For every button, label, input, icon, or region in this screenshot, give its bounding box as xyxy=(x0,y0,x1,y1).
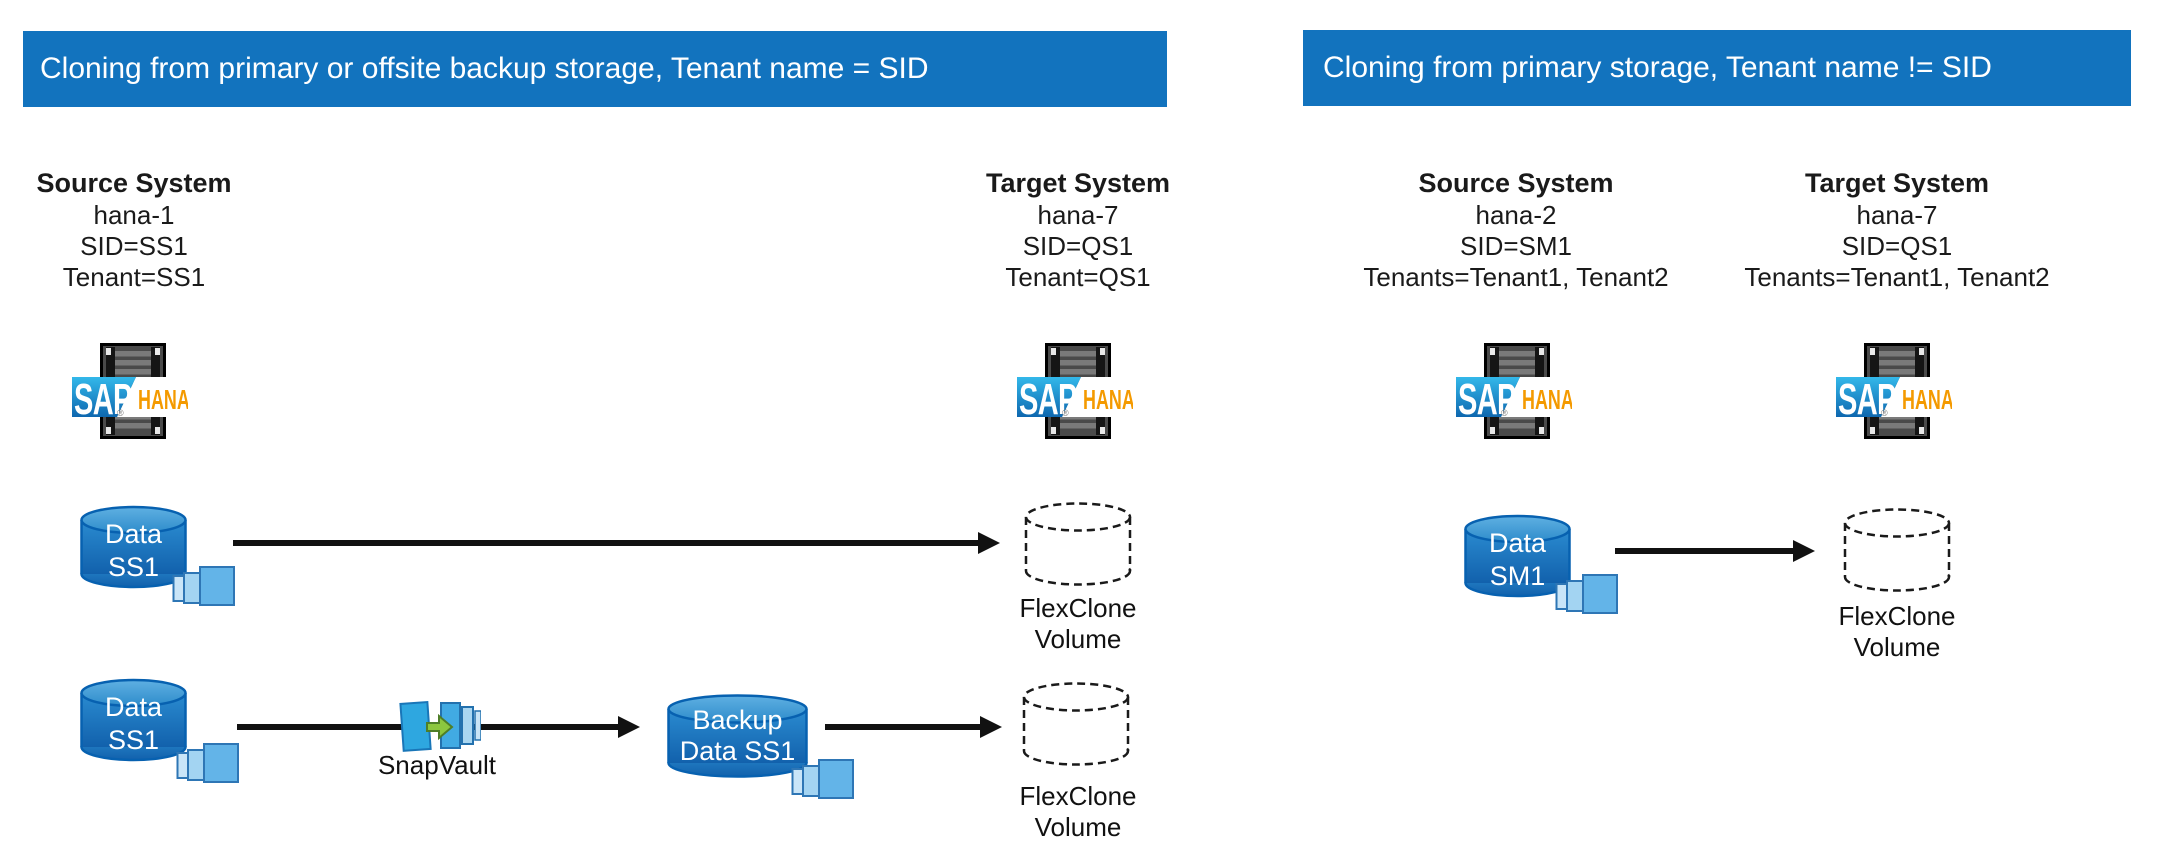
snapvault-label: SnapVault xyxy=(377,750,497,780)
snapvault-icon xyxy=(399,701,481,752)
right-target-hostname: hana-7 xyxy=(1856,200,1938,230)
sap-hana-logo-icon: SAP HANA ® xyxy=(1456,377,1572,417)
snapshot-copies-icon xyxy=(176,743,239,783)
right-source-hostname: hana-2 xyxy=(1475,200,1557,230)
data-volume-cylinder-icon xyxy=(80,505,187,589)
sap-hana-logo-icon: SAP HANA ® xyxy=(1017,377,1133,417)
volume-label: Data SS1 xyxy=(104,519,163,582)
left-target-tenant: Tenant=QS1 xyxy=(1005,262,1151,292)
flexclone-volume-icon xyxy=(1022,682,1130,766)
left-target-hostname: hana-7 xyxy=(1037,200,1119,230)
svg-text:SAP: SAP xyxy=(74,377,132,417)
svg-text:®: ® xyxy=(1062,408,1069,417)
left-panel-header: Cloning from primary or offsite backup s… xyxy=(23,31,1167,107)
right-panel-header: Cloning from primary storage, Tenant nam… xyxy=(1303,30,2131,106)
data-volume-cylinder-icon xyxy=(667,694,808,778)
clone-arrow xyxy=(1615,540,1815,562)
clone-arrow xyxy=(233,532,1000,554)
svg-text:SAP: SAP xyxy=(1019,377,1077,417)
sap-hana-server-icon: SAP HANA ® xyxy=(72,343,188,442)
left-source-hostname: hana-1 xyxy=(93,200,175,230)
snapshot-copies-icon xyxy=(791,759,854,799)
backup-data-volume-ss1: Backup Data SS1 xyxy=(665,693,810,779)
source-data-volume-ss1: Data SS1 xyxy=(78,678,189,762)
left-source-system-block: Source System hana-1 SID=SS1 Tenant=SS1 xyxy=(0,166,304,293)
right-target-tenants: Tenants=Tenant1, Tenant2 xyxy=(1744,262,2050,292)
left-source-tenant: Tenant=SS1 xyxy=(62,262,206,292)
sap-hana-server-icon: SAP HANA ® xyxy=(1017,343,1133,442)
right-target-sid: SID=QS1 xyxy=(1841,231,1953,261)
left-source-system-title: Source System xyxy=(36,168,232,198)
snapshot-copies-icon xyxy=(1555,574,1618,614)
svg-text:HANA: HANA xyxy=(1902,384,1952,415)
right-target-system-block: Target System hana-7 SID=QS1 Tenants=Ten… xyxy=(1727,166,2067,293)
sap-hana-logo-icon: SAP HANA ® xyxy=(1836,377,1952,417)
svg-text:®: ® xyxy=(1501,408,1508,417)
svg-text:®: ® xyxy=(117,408,124,417)
flexclone-volume-icon xyxy=(1024,502,1132,586)
svg-text:®: ® xyxy=(1881,408,1888,417)
right-source-system-block: Source System hana-2 SID=SM1 Tenants=Ten… xyxy=(1346,166,1686,293)
flexclone-volume-label: FlexClone Volume xyxy=(1019,593,1137,654)
right-target-system-title: Target System xyxy=(1804,168,1990,198)
data-volume-cylinder-icon xyxy=(1464,514,1571,598)
flexclone-volume-icon xyxy=(1843,508,1951,592)
left-target-system-title: Target System xyxy=(985,168,1171,198)
volume-label: Data SS1 xyxy=(104,692,163,755)
source-data-volume-sm1: Data SM1 xyxy=(1462,514,1573,598)
sap-hana-server-icon: SAP HANA ® xyxy=(1456,343,1572,442)
sap-hana-server-icon: SAP HANA ® xyxy=(1836,343,1952,442)
clone-arrow xyxy=(825,716,1002,738)
left-source-sid: SID=SS1 xyxy=(80,231,188,261)
flexclone-volume-label: FlexClone Volume xyxy=(1838,601,1956,662)
right-source-system-title: Source System xyxy=(1418,168,1614,198)
left-target-system-block: Target System hana-7 SID=QS1 Tenant=QS1 xyxy=(908,166,1248,293)
volume-label: Backup Data SS1 xyxy=(679,705,796,766)
svg-text:SAP: SAP xyxy=(1838,377,1896,417)
svg-text:HANA: HANA xyxy=(1083,384,1133,415)
flexclone-volume-label: FlexClone Volume xyxy=(1019,781,1137,842)
svg-text:HANA: HANA xyxy=(138,384,188,415)
right-source-tenants: Tenants=Tenant1, Tenant2 xyxy=(1363,262,1669,292)
data-volume-cylinder-icon xyxy=(80,678,187,762)
right-source-sid: SID=SM1 xyxy=(1460,231,1572,261)
volume-label: Data SM1 xyxy=(1488,528,1547,591)
snapshot-copies-icon xyxy=(172,566,235,606)
svg-text:HANA: HANA xyxy=(1522,384,1572,415)
source-data-volume-ss1: Data SS1 xyxy=(78,505,189,589)
sap-hana-logo-icon: SAP HANA ® xyxy=(72,377,188,417)
svg-text:SAP: SAP xyxy=(1458,377,1516,417)
left-target-sid: SID=QS1 xyxy=(1022,231,1134,261)
